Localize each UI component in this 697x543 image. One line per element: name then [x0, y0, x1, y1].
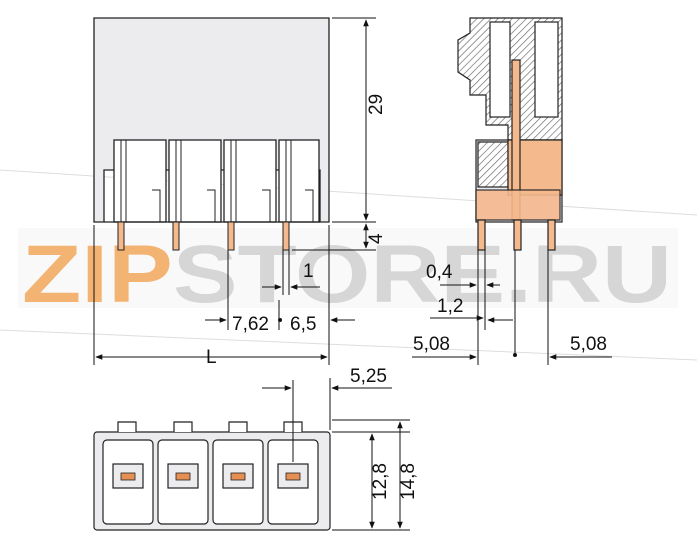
front-cavity-details: [120, 140, 314, 222]
top-view: [93, 421, 331, 531]
dim-depth-outer: 14,8: [398, 463, 419, 500]
top-contacts: [120, 472, 301, 481]
front-housing: [93, 17, 330, 223]
dim-length: L: [206, 347, 217, 368]
dim-pin-width: 1,2: [437, 296, 463, 317]
dim-depth-inner: 12,8: [370, 463, 391, 500]
front-pins: [117, 221, 290, 251]
watermark-part2: STORE.RU: [173, 229, 672, 320]
watermark-part1: ZIP: [22, 229, 173, 320]
front-cavities: [113, 139, 320, 223]
dim-side-right: 5,08: [570, 334, 607, 355]
side-dot: [513, 353, 517, 357]
front-view: [93, 17, 330, 251]
dim-pitch: 7,62: [232, 314, 269, 335]
dim-edge-offset: 6,5: [290, 314, 316, 335]
dim-pin-length: 4: [366, 233, 387, 244]
dim-pin-thickness: 0,4: [426, 262, 453, 283]
front-dimensions: [93, 17, 376, 365]
top-slots: [112, 463, 309, 489]
dim-height-body: 29: [366, 94, 387, 115]
dim-side-left: 5,08: [413, 334, 450, 355]
side-view: [457, 17, 563, 251]
dim-top-offset: 5,25: [350, 366, 387, 387]
side-pins: [477, 219, 556, 251]
dim-pin-offset: 1: [303, 261, 314, 282]
side-dimensions: [412, 250, 612, 365]
front-dot: [278, 318, 282, 322]
top-dimensions: [262, 378, 410, 531]
top-clips: [117, 421, 303, 432]
